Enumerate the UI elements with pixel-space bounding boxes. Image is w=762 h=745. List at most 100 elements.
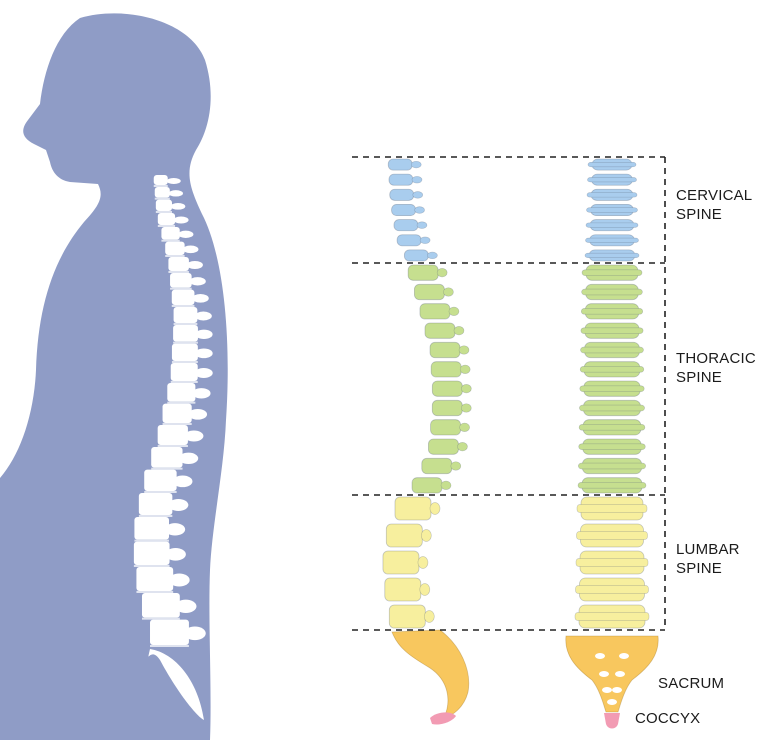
silhouette-vertebra (142, 593, 180, 618)
lumbar-side-process (421, 530, 431, 542)
thoracic-side-process (461, 404, 471, 413)
thoracic-side-vertebra (432, 381, 462, 396)
silhouette-process (195, 368, 213, 378)
cervical-side-process (427, 252, 437, 259)
silhouette-disc (174, 323, 198, 325)
cervical-side-process (415, 207, 425, 214)
thoracic-side-vertebra (408, 265, 438, 280)
silhouette-process (165, 523, 185, 535)
silhouette-process (168, 499, 188, 511)
silhouette-vertebra (134, 542, 170, 565)
silhouette-vertebra (165, 242, 184, 255)
cervical-label-line2: SPINE (676, 205, 752, 224)
silhouette-process (192, 388, 210, 398)
lumbar-front-process (577, 504, 647, 512)
silhouette-vertebra (154, 175, 168, 185)
thoracic-side-process (461, 384, 471, 393)
silhouette-vertebra (172, 344, 198, 361)
silhouette-process (169, 190, 183, 196)
silhouette-vertebra (168, 257, 189, 271)
silhouette-disc (170, 288, 192, 290)
silhouette-vertebra (173, 325, 198, 342)
silhouette-vertebra (151, 447, 182, 468)
silhouette-disc (134, 565, 170, 567)
silhouette-disc (150, 645, 189, 647)
silhouette-process (184, 431, 203, 442)
silhouette-disc (158, 445, 188, 447)
silhouette-process (184, 627, 206, 641)
silhouette-disc (172, 305, 195, 307)
thoracic-side-vertebra (420, 304, 450, 319)
silhouette-process (195, 312, 212, 321)
cervical-side-vertebra (397, 235, 421, 246)
thoracic-front-process (581, 328, 643, 334)
thoracic-side-process (460, 423, 470, 432)
silhouette-vertebra (172, 290, 195, 305)
front-view-spine (566, 159, 658, 729)
silhouette-process (183, 246, 199, 254)
silhouette-vertebra (161, 227, 179, 240)
thoracic-label-line2: SPINE (676, 368, 756, 387)
silhouette-vertebra (167, 383, 195, 402)
cervical-side-process (413, 192, 423, 199)
lumbar-side-process (430, 503, 440, 515)
lumbar-spine-label: LUMBAR SPINE (676, 540, 740, 578)
cervical-side-vertebra (404, 250, 428, 261)
thoracic-side-process (454, 326, 464, 335)
silhouette-process (188, 409, 207, 420)
silhouette-process (187, 261, 203, 269)
silhouette-process (179, 453, 198, 464)
sacral-foramen (607, 699, 617, 705)
sacral-foramen (602, 687, 612, 693)
silhouette-vertebra (170, 273, 192, 288)
thoracic-front-process (580, 386, 644, 392)
silhouette-vertebra (156, 200, 172, 211)
thoracic-front-process (579, 424, 645, 430)
cervical-side-process (412, 176, 422, 183)
silhouette-process (173, 476, 193, 488)
silhouette-process (169, 574, 190, 587)
thoracic-side-process (443, 288, 453, 297)
lumbar-side-vertebra (389, 605, 425, 628)
sacral-foramen (595, 653, 605, 659)
silhouette-process (195, 349, 213, 359)
silhouette-disc (163, 423, 192, 425)
cervical-front-process (586, 223, 638, 228)
silhouette-disc (161, 240, 179, 242)
silhouette-vertebra (134, 517, 169, 540)
silhouette-vertebra (155, 187, 170, 198)
silhouette-process (195, 330, 212, 339)
thoracic-side-vertebra (431, 420, 461, 435)
thoracic-front-process (579, 444, 646, 450)
cervical-side-vertebra (392, 204, 416, 215)
thoracic-side-vertebra (432, 400, 462, 415)
thoracic-front-process (579, 405, 644, 411)
thoracic-front-process (580, 366, 644, 372)
lumbar-side-process (420, 584, 430, 596)
silhouette-vertebra (150, 620, 189, 645)
silhouette-vertebra (163, 404, 192, 423)
sacrum-side (392, 630, 469, 718)
silhouette-vertebra (136, 567, 173, 591)
thoracic-side-process (437, 268, 447, 277)
thoracic-side-process (451, 462, 461, 471)
lumbar-front-process (575, 612, 649, 620)
thoracic-front-process (581, 308, 642, 314)
silhouette-disc (171, 381, 198, 383)
cervical-front-process (588, 162, 636, 167)
sacral-foramen (612, 687, 622, 693)
silhouette-disc (165, 255, 184, 257)
cervical-side-vertebra (394, 220, 418, 231)
lumbar-front-process (576, 558, 648, 566)
cervical-front-process (588, 177, 637, 182)
cervical-side-vertebra (390, 189, 414, 200)
silhouette-process (165, 548, 186, 561)
coccyx-side (430, 712, 456, 724)
silhouette-vertebra (171, 363, 198, 381)
lumbar-side-vertebra (383, 551, 419, 574)
silhouette-disc (168, 271, 189, 273)
lumbar-label-line2: SPINE (676, 559, 740, 578)
coccyx-label: COCCYX (635, 710, 700, 727)
thoracic-side-vertebra (412, 478, 442, 493)
